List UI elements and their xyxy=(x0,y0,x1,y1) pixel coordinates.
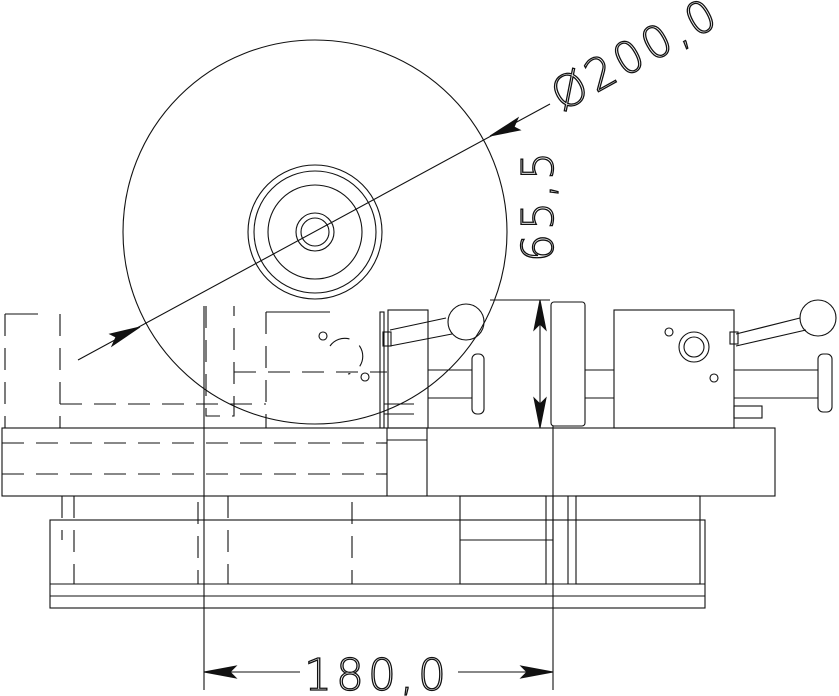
grinding-wheel xyxy=(122,39,508,425)
main-rail xyxy=(1,427,776,497)
height-dimension: 65,5 xyxy=(490,147,565,429)
phantom-supports xyxy=(4,306,387,585)
diameter-label: Ø200,0 xyxy=(543,0,729,122)
width-dimension: 180,0 xyxy=(203,306,554,696)
base-assembly xyxy=(49,495,706,609)
width-label: 180,0 xyxy=(304,650,450,696)
right-clamp xyxy=(550,299,837,429)
diameter-dimension: Ø200,0 xyxy=(77,0,729,361)
left-clamp xyxy=(318,303,485,429)
height-label: 65,5 xyxy=(513,148,564,262)
